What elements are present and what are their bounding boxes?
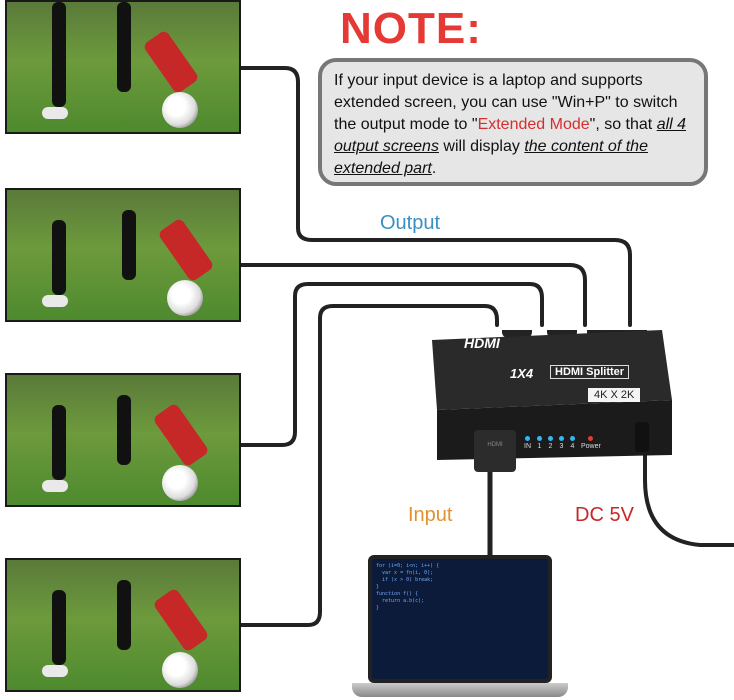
note-text-3: will display	[438, 138, 525, 155]
cable-output-2	[238, 263, 587, 327]
note-text-1: If your input device is a laptop and sup…	[334, 72, 678, 133]
note-underline-2: the content of the extended part	[334, 138, 648, 177]
laptop-code: for (i=0; i<n; i++) { var x = fn(i, 0); …	[376, 563, 440, 611]
led-4: 4	[570, 436, 575, 450]
hdmi-splitter: HDMI 1X4 HDMI Splitter 4K X 2K IN 1 2 3 …	[432, 330, 672, 472]
device-name: HDMI Splitter	[550, 365, 630, 379]
led-row: IN 1 2 3 4 Power	[524, 436, 601, 450]
output-label: Output	[380, 212, 441, 234]
led-in: IN	[524, 436, 531, 450]
laptop-base	[352, 683, 568, 697]
led-power: Power	[581, 436, 601, 450]
note-title: NOTE:	[340, 4, 482, 53]
led-1: 1	[537, 436, 542, 450]
output-monitor-2	[5, 188, 241, 322]
device-model: 1X4	[510, 366, 534, 381]
note-underline-1: all 4 output screens	[334, 116, 687, 155]
cable-output-1	[238, 66, 632, 327]
device-resolution: 4K X 2K	[588, 388, 641, 402]
note-text-4: .	[431, 160, 437, 177]
note-text-2: ", so that	[589, 116, 657, 133]
note-highlight: Extended Mode	[477, 116, 590, 133]
led-2: 2	[548, 436, 553, 450]
laptop-screen: for (i=0; i<n; i++) { var x = fn(i, 0); …	[368, 555, 552, 683]
cable-output-4	[238, 304, 499, 627]
output-monitor-1	[5, 0, 241, 134]
dc-power-plug	[635, 422, 649, 452]
device-brand: HDMI	[464, 335, 500, 351]
cable-dc	[643, 438, 734, 547]
output-monitor-3	[5, 373, 241, 507]
led-3: 3	[559, 436, 564, 450]
hdmi-input-plug: HDMI	[474, 430, 516, 472]
cable-output-3	[238, 282, 544, 447]
dc-label: DC 5V	[575, 504, 634, 526]
input-label: Input	[408, 504, 453, 526]
output-monitor-4	[5, 558, 241, 692]
note-box: If your input device is a laptop and sup…	[318, 58, 708, 186]
